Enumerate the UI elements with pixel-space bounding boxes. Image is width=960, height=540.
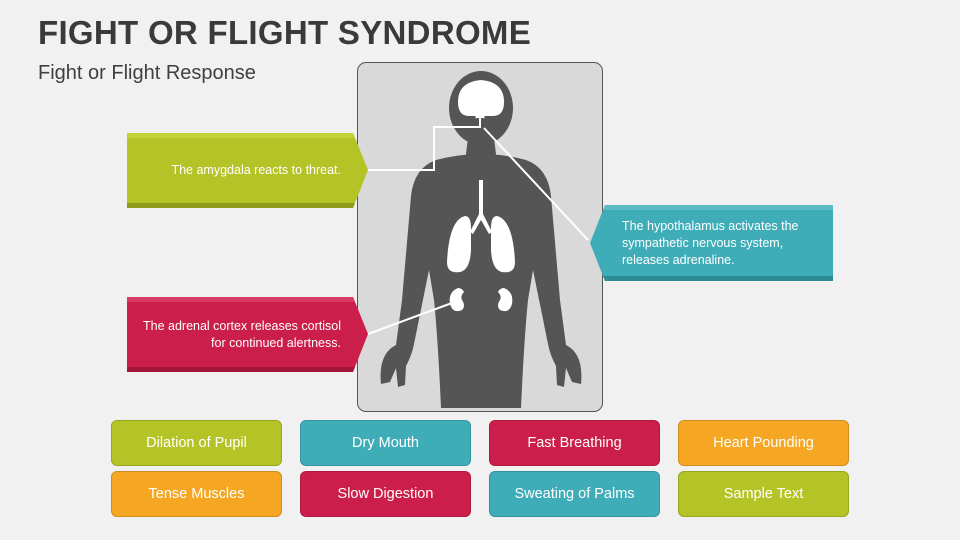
callout-adrenal: The adrenal cortex releases cortisol for… bbox=[127, 297, 368, 372]
symptom-sweating-of-palms: Sweating of Palms bbox=[489, 471, 660, 517]
symptom-heart-pounding: Heart Pounding bbox=[678, 420, 849, 466]
page-title: FIGHT OR FLIGHT SYNDROME bbox=[38, 14, 532, 51]
callout-amygdala: The amygdala reacts to threat. bbox=[127, 133, 368, 208]
body-panel bbox=[357, 62, 603, 412]
symptom-dry-mouth: Dry Mouth bbox=[300, 420, 471, 466]
symptom-slow-digestion: Slow Digestion bbox=[300, 471, 471, 517]
symptom-sample-text: Sample Text bbox=[678, 471, 849, 517]
symptom-tense-muscles: Tense Muscles bbox=[111, 471, 282, 517]
callout-hypothalamus: The hypothalamus activates the sympathet… bbox=[590, 205, 833, 281]
symptom-dilation-of-pupil: Dilation of Pupil bbox=[111, 420, 282, 466]
symptom-fast-breathing: Fast Breathing bbox=[489, 420, 660, 466]
page-subtitle: Fight or Flight Response bbox=[38, 62, 256, 84]
